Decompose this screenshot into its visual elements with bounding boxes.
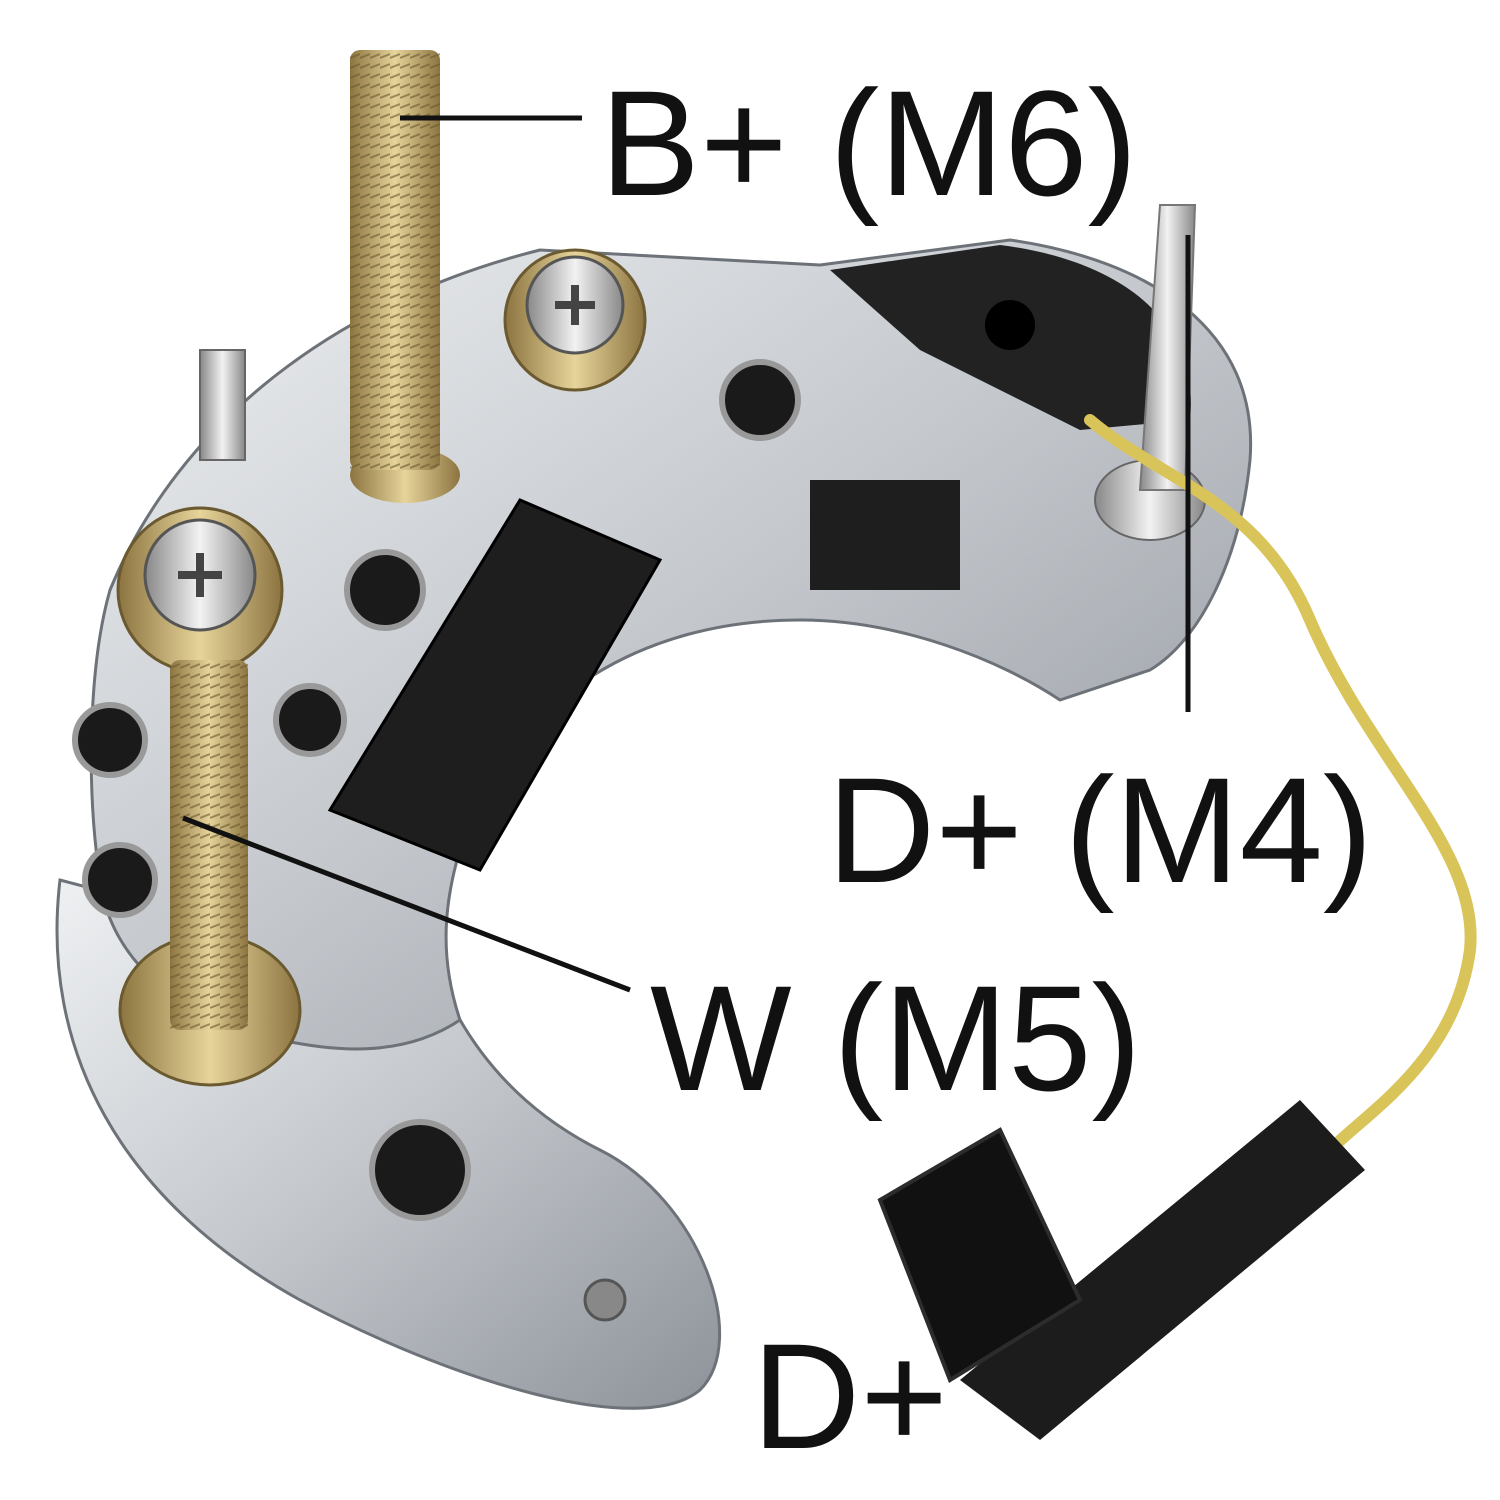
b-plus-stud xyxy=(350,50,460,503)
diode-block xyxy=(810,480,960,590)
label-d-plus: D+ xyxy=(752,1312,948,1480)
w-stud xyxy=(118,660,302,1087)
label-d-plus-m4: D+ (M4) xyxy=(827,746,1373,914)
label-w: W (M5) xyxy=(650,954,1142,1122)
screw-top xyxy=(503,248,647,392)
regulator-connector xyxy=(327,498,663,872)
diodes xyxy=(72,359,801,1221)
screw-left xyxy=(116,506,284,674)
leader-w xyxy=(182,815,631,993)
d-plus-wire xyxy=(1084,414,1477,1156)
label-b-plus: B+ (M6) xyxy=(600,59,1138,227)
d-plus-plug xyxy=(877,1100,1365,1440)
mount-hole xyxy=(985,300,1035,350)
spade-terminal xyxy=(199,349,246,461)
rivet xyxy=(583,1278,627,1322)
